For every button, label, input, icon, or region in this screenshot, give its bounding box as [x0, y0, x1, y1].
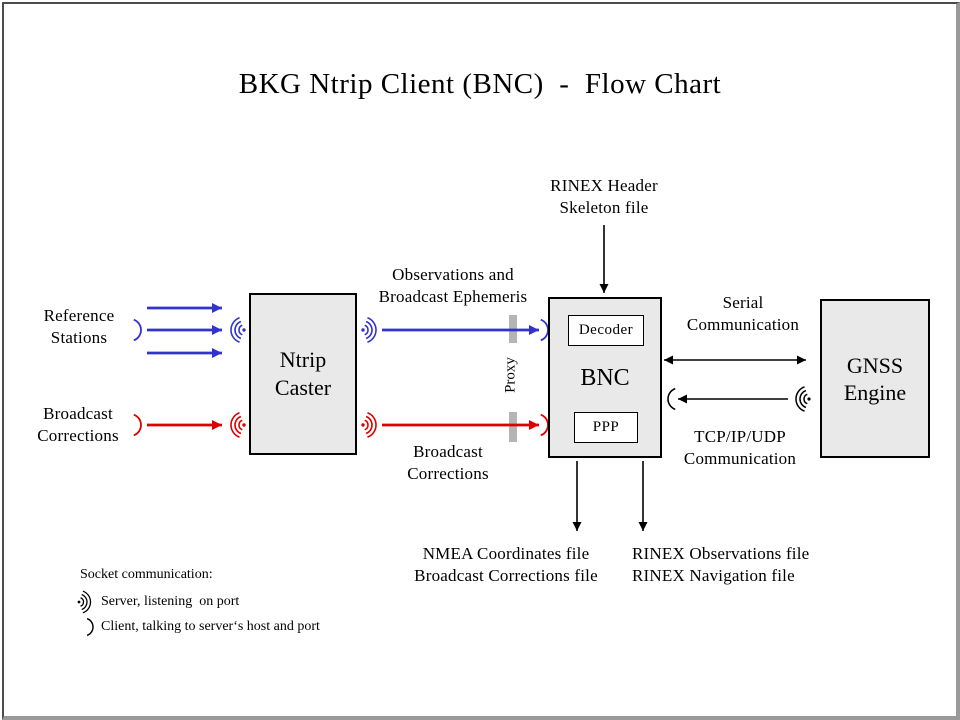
- decoder-label: Decoder: [578, 322, 634, 338]
- ntrip-caster-label: Ntrip Caster: [274, 347, 332, 400]
- server-socket-icon-corrections-in: [230, 412, 246, 438]
- bnc-label: BNC: [580, 365, 630, 391]
- client-socket-icon-reference: [133, 318, 142, 342]
- observations-ephemeris-label: Observations and Broadcast Ephemeris: [378, 265, 528, 306]
- server-socket-icon-corrections-out: [361, 412, 377, 438]
- legend-client-label: Client, talking to server‘s host and por…: [101, 619, 320, 634]
- node-bnc: Decoder BNC PPP: [548, 297, 662, 458]
- tcp-communication-label: TCP/IP/UDP Communication: [683, 427, 797, 468]
- server-socket-icon-caster-out: [361, 317, 377, 343]
- proxy-bar-bottom: [509, 412, 517, 442]
- node-decoder: Decoder: [568, 315, 644, 346]
- client-socket-icon-bnc-tcp: [667, 387, 676, 411]
- broadcast-corrections-input-label: Broadcast Corrections: [37, 404, 119, 445]
- reference-stations-label: Reference Stations: [43, 306, 115, 347]
- legend-title: Socket communication:: [80, 567, 213, 582]
- legend-server-label: Server, listening on port: [101, 594, 240, 609]
- nmea-outputs-label: NMEA Coordinates file Broadcast Correcti…: [414, 544, 598, 585]
- node-gnss-engine: GNSS Engine: [820, 299, 930, 458]
- broadcast-corrections-stream-label: Broadcast Corrections: [407, 442, 489, 483]
- gnss-engine-label: GNSS Engine: [843, 352, 907, 405]
- serial-communication-label: Serial Communication: [686, 293, 800, 334]
- legend-client-socket-icon: [86, 617, 94, 637]
- ppp-label: PPP: [592, 419, 620, 435]
- legend-server-socket-icon: [77, 590, 92, 614]
- client-socket-icon-corrections: [133, 413, 142, 437]
- client-socket-icon-bnc-obs: [540, 318, 549, 342]
- server-socket-icon-gnss: [795, 386, 811, 412]
- rinex-outputs-label: RINEX Observations file RINEX Navigation…: [632, 544, 810, 585]
- rinex-header-skeleton-label: RINEX Header Skeleton file: [550, 176, 658, 217]
- server-socket-icon-caster-in: [230, 317, 246, 343]
- proxy-label: Proxy: [502, 357, 519, 393]
- node-ppp: PPP: [574, 412, 638, 443]
- page-title: BKG Ntrip Client (BNC) - Flow Chart: [238, 68, 722, 100]
- black-connectors: [572, 225, 806, 531]
- reference-station-arrows: [147, 303, 222, 358]
- node-ntrip-caster: Ntrip Caster: [249, 293, 357, 455]
- client-socket-icon-bnc-corr: [540, 413, 549, 437]
